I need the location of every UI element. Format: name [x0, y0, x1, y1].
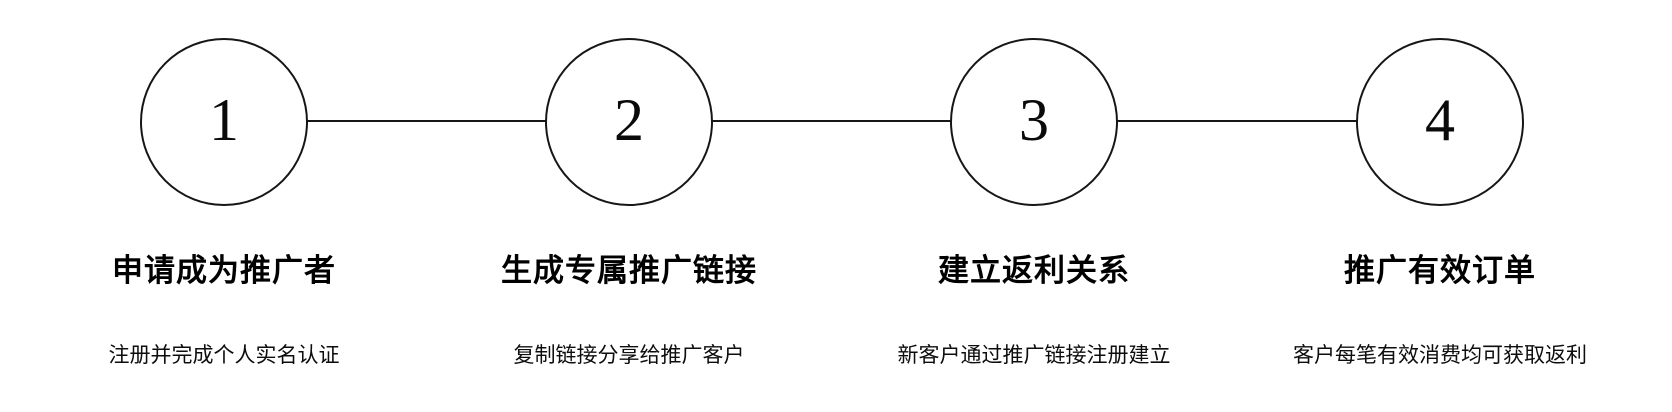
- step-4-circle: 4: [1356, 38, 1524, 206]
- step-3-description: 新客户通过推广链接注册建立: [897, 344, 1171, 367]
- step-1-number: 1: [209, 87, 239, 153]
- step-3-number: 3: [1019, 87, 1049, 153]
- step-1-circle: 1: [140, 38, 308, 206]
- step-2-number: 2: [614, 87, 644, 153]
- connector-line-3-4: [1116, 120, 1358, 122]
- connector-line-2-3: [711, 120, 952, 122]
- step-2-description: 复制链接分享给推广客户: [513, 344, 745, 367]
- step-2-title: 生成专属推广链接: [501, 253, 757, 288]
- step-4-title: 推广有效订单: [1344, 253, 1536, 288]
- step-4-description: 客户每笔有效消费均可获取返利: [1293, 344, 1587, 367]
- step-1-description: 注册并完成个人实名认证: [108, 344, 340, 367]
- step-2-circle: 2: [545, 38, 713, 206]
- step-1-title: 申请成为推广者: [112, 253, 336, 288]
- connector-line-1-2: [306, 120, 547, 122]
- step-4-number: 4: [1425, 87, 1455, 153]
- step-3-circle: 3: [950, 38, 1118, 206]
- step-3-title: 建立返利关系: [938, 253, 1130, 288]
